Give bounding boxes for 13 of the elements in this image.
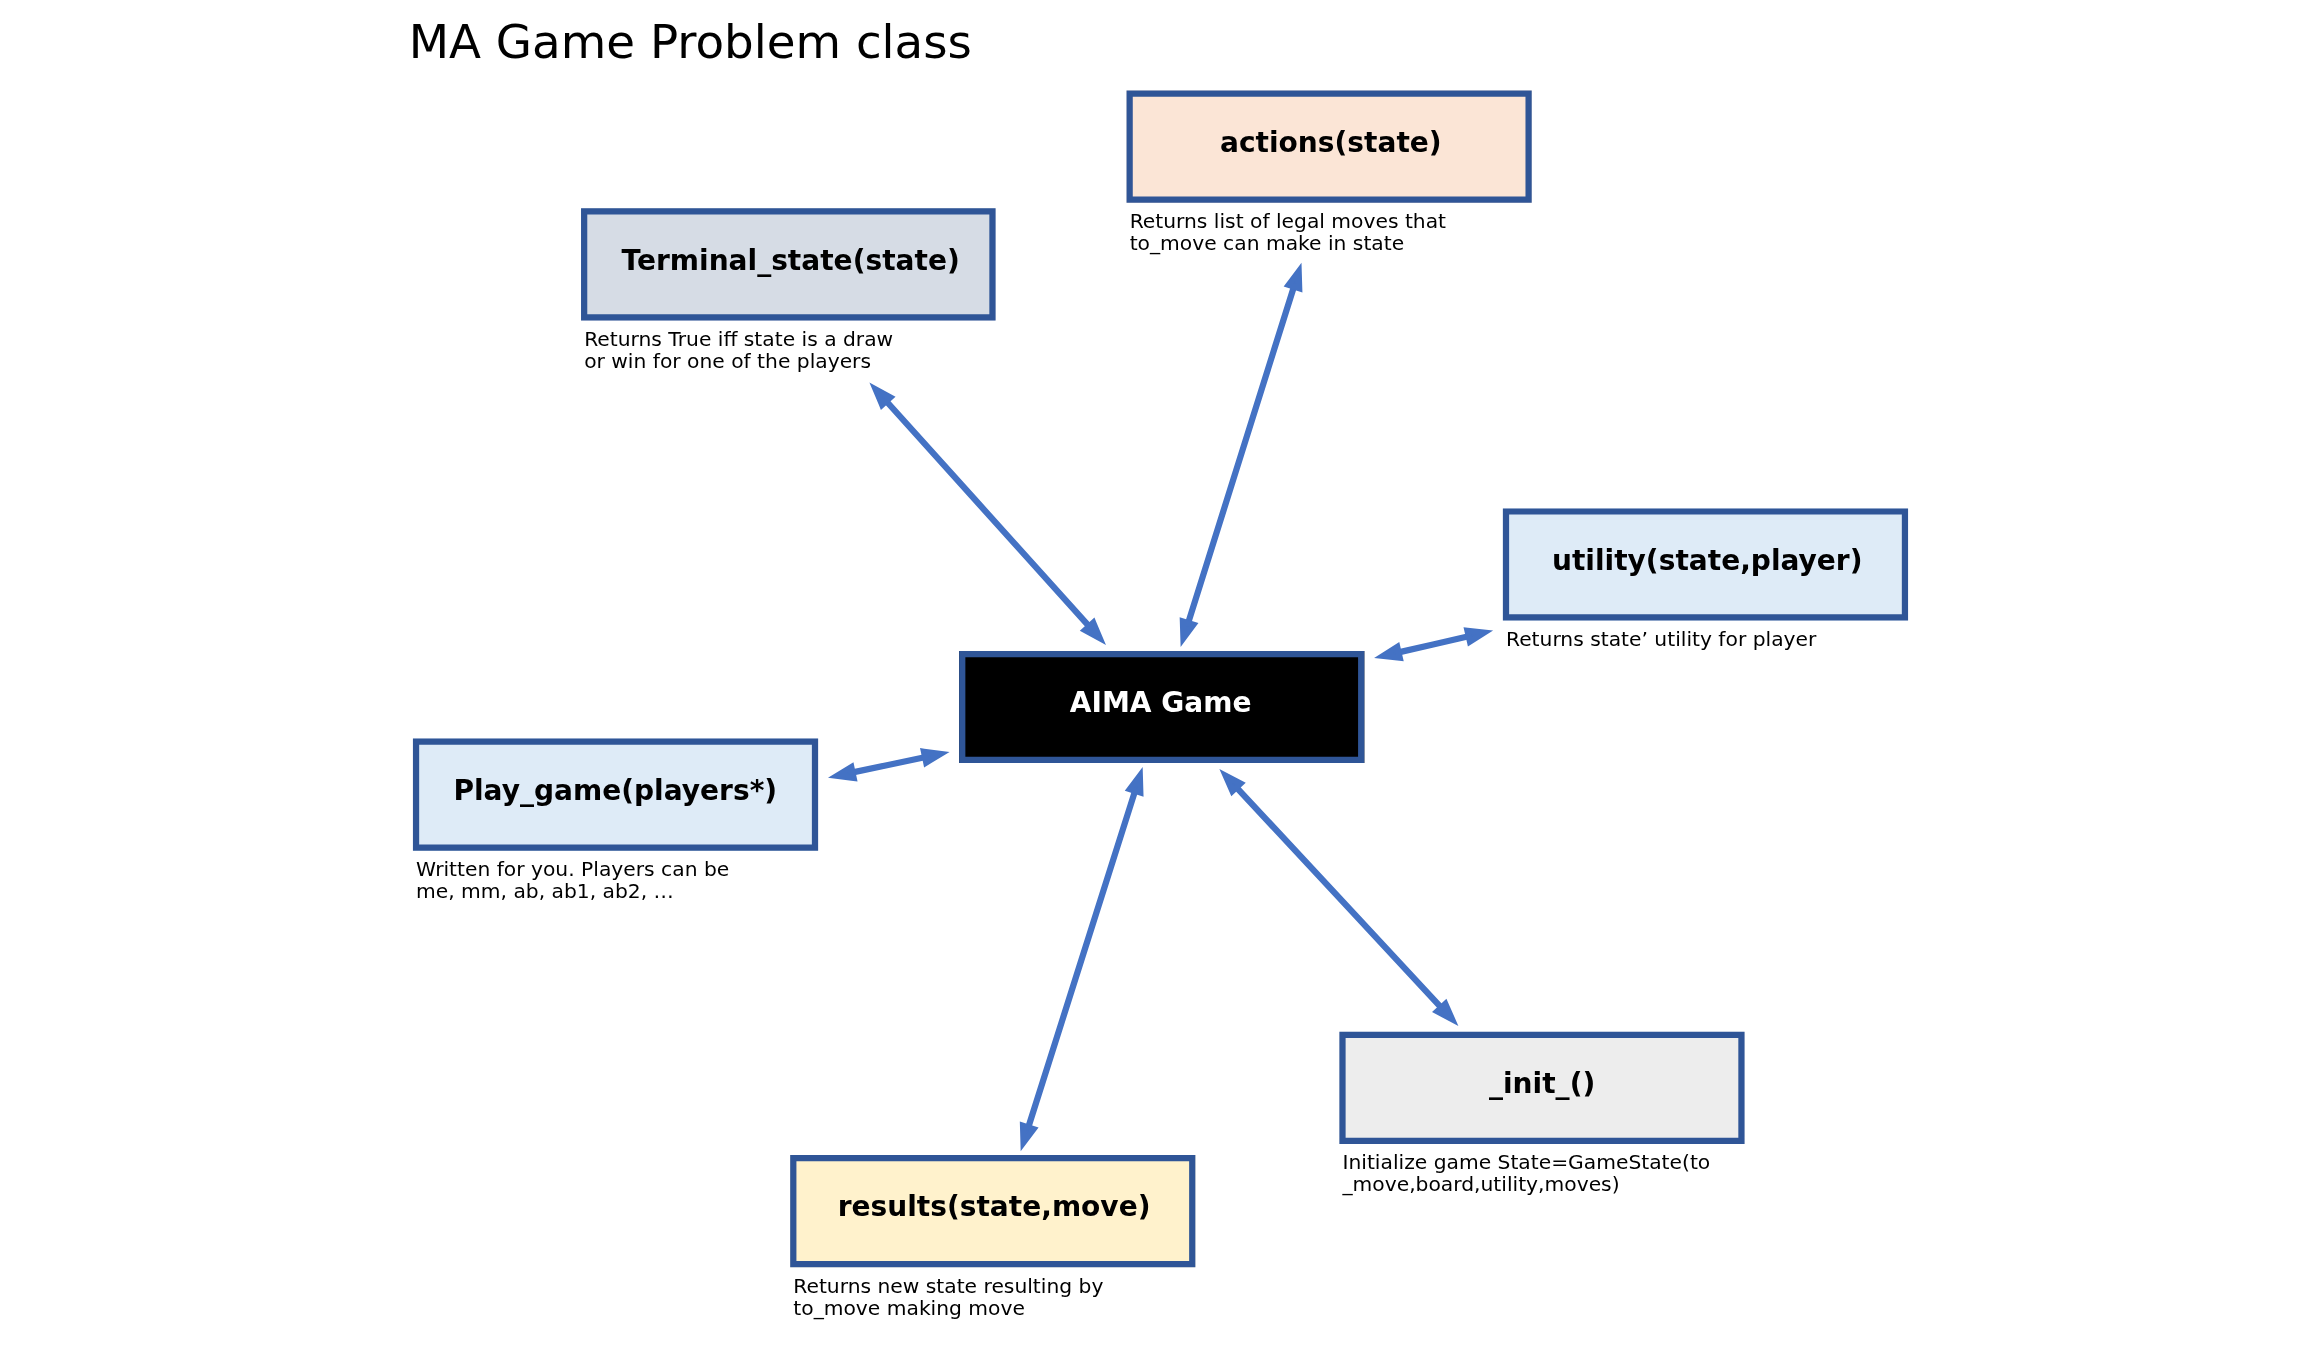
- node-label: Written for you. Players can be me, mm, ab, ab1, ab2, …: [415, 857, 729, 904]
- node-label: Returns list of legal moves that to_move can make in state: [1129, 209, 1446, 256]
- node-label: Returns new state resulting by to_move making move: [792, 1273, 1103, 1320]
- arrow: [868, 382, 1106, 646]
- node-label: Returns True iff state is a draw or win for one of the players: [583, 326, 893, 373]
- arrow: [1373, 627, 1493, 662]
- arrow: [827, 748, 950, 782]
- arrow: [1218, 769, 1458, 1026]
- diagram-title: MA Game Problem class: [408, 14, 972, 69]
- node-label: Initialize game State=GameState(to_move,board,utility,moves): [1342, 1150, 1710, 1197]
- arrow: [1179, 262, 1302, 647]
- arrow: [1019, 767, 1144, 1152]
- node-label: Returns state’ utility for player: [1505, 627, 1816, 652]
